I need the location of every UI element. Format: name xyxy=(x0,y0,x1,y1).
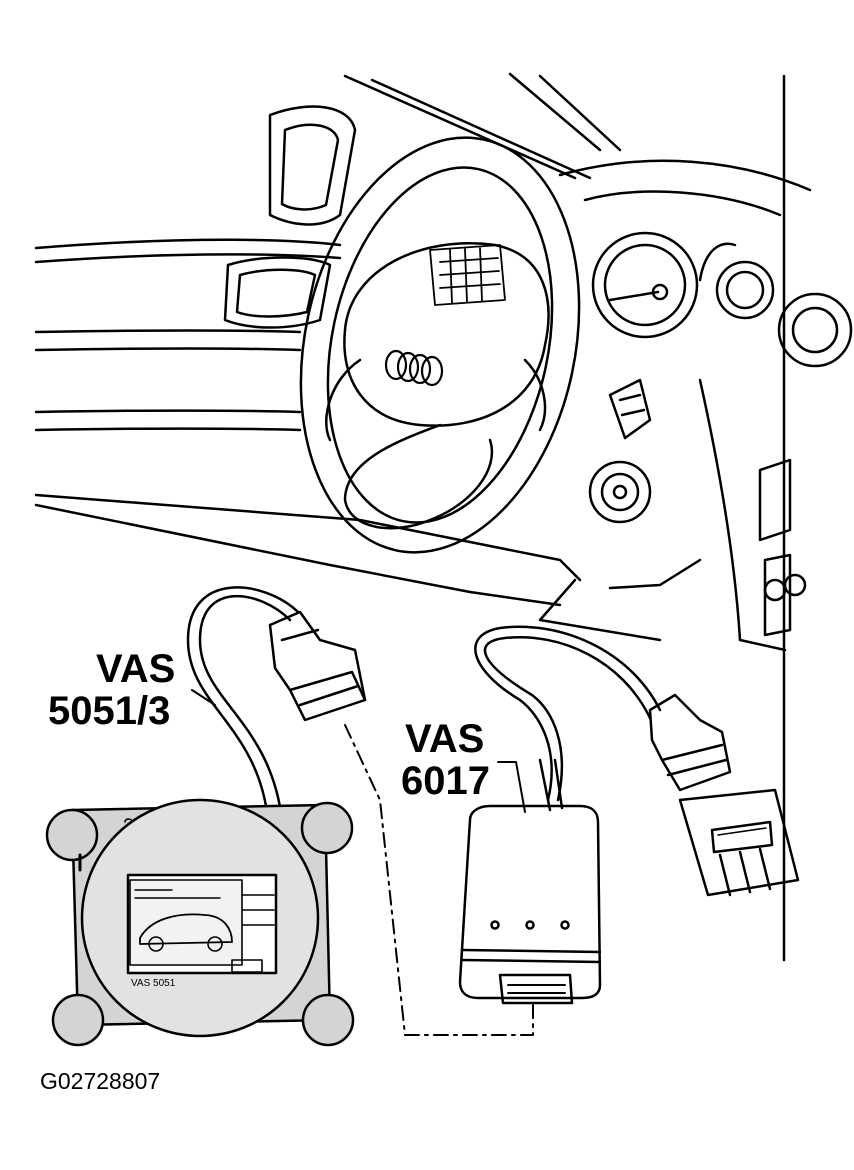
vehicle-diagnostic-socket xyxy=(678,788,800,897)
label-vas-5051-3-line2: 5051/3 xyxy=(48,689,171,733)
audi-rings-logo-icon xyxy=(384,349,444,387)
left-air-vents xyxy=(223,105,357,329)
tester-screen-label: VAS 5051 xyxy=(131,978,176,989)
figure-id: G02728807 xyxy=(40,1068,161,1094)
instrument-cluster xyxy=(583,190,853,368)
label-vas-6017-line1: VAS xyxy=(405,717,485,761)
dashboard xyxy=(34,159,812,652)
label-vas-6017-line2: 6017 xyxy=(401,759,490,803)
vehicle-connector-plug-icon xyxy=(648,693,732,792)
callout-leaders xyxy=(191,689,526,813)
vas-5051-3-connector-icon xyxy=(268,610,367,722)
vas-5051-tester-icon xyxy=(45,798,355,1047)
center-console xyxy=(758,458,807,637)
label-vas-6017: VAS 6017 xyxy=(401,717,490,802)
ignition-lock-icon xyxy=(588,460,652,524)
label-vas-5051-3-line1: VAS xyxy=(96,647,176,691)
vas-5051-3-cable xyxy=(186,586,300,822)
windshield-lines xyxy=(343,72,786,962)
label-vas-5051-3: VAS 5051/3 xyxy=(48,647,176,732)
dashed-connection-line xyxy=(344,724,534,1036)
instrument-grille xyxy=(429,244,506,306)
vas-6017-module-icon xyxy=(458,804,602,1005)
steering-wheel-icon xyxy=(299,136,581,554)
vas-6017-cable xyxy=(474,625,662,812)
column-switch xyxy=(608,378,652,440)
